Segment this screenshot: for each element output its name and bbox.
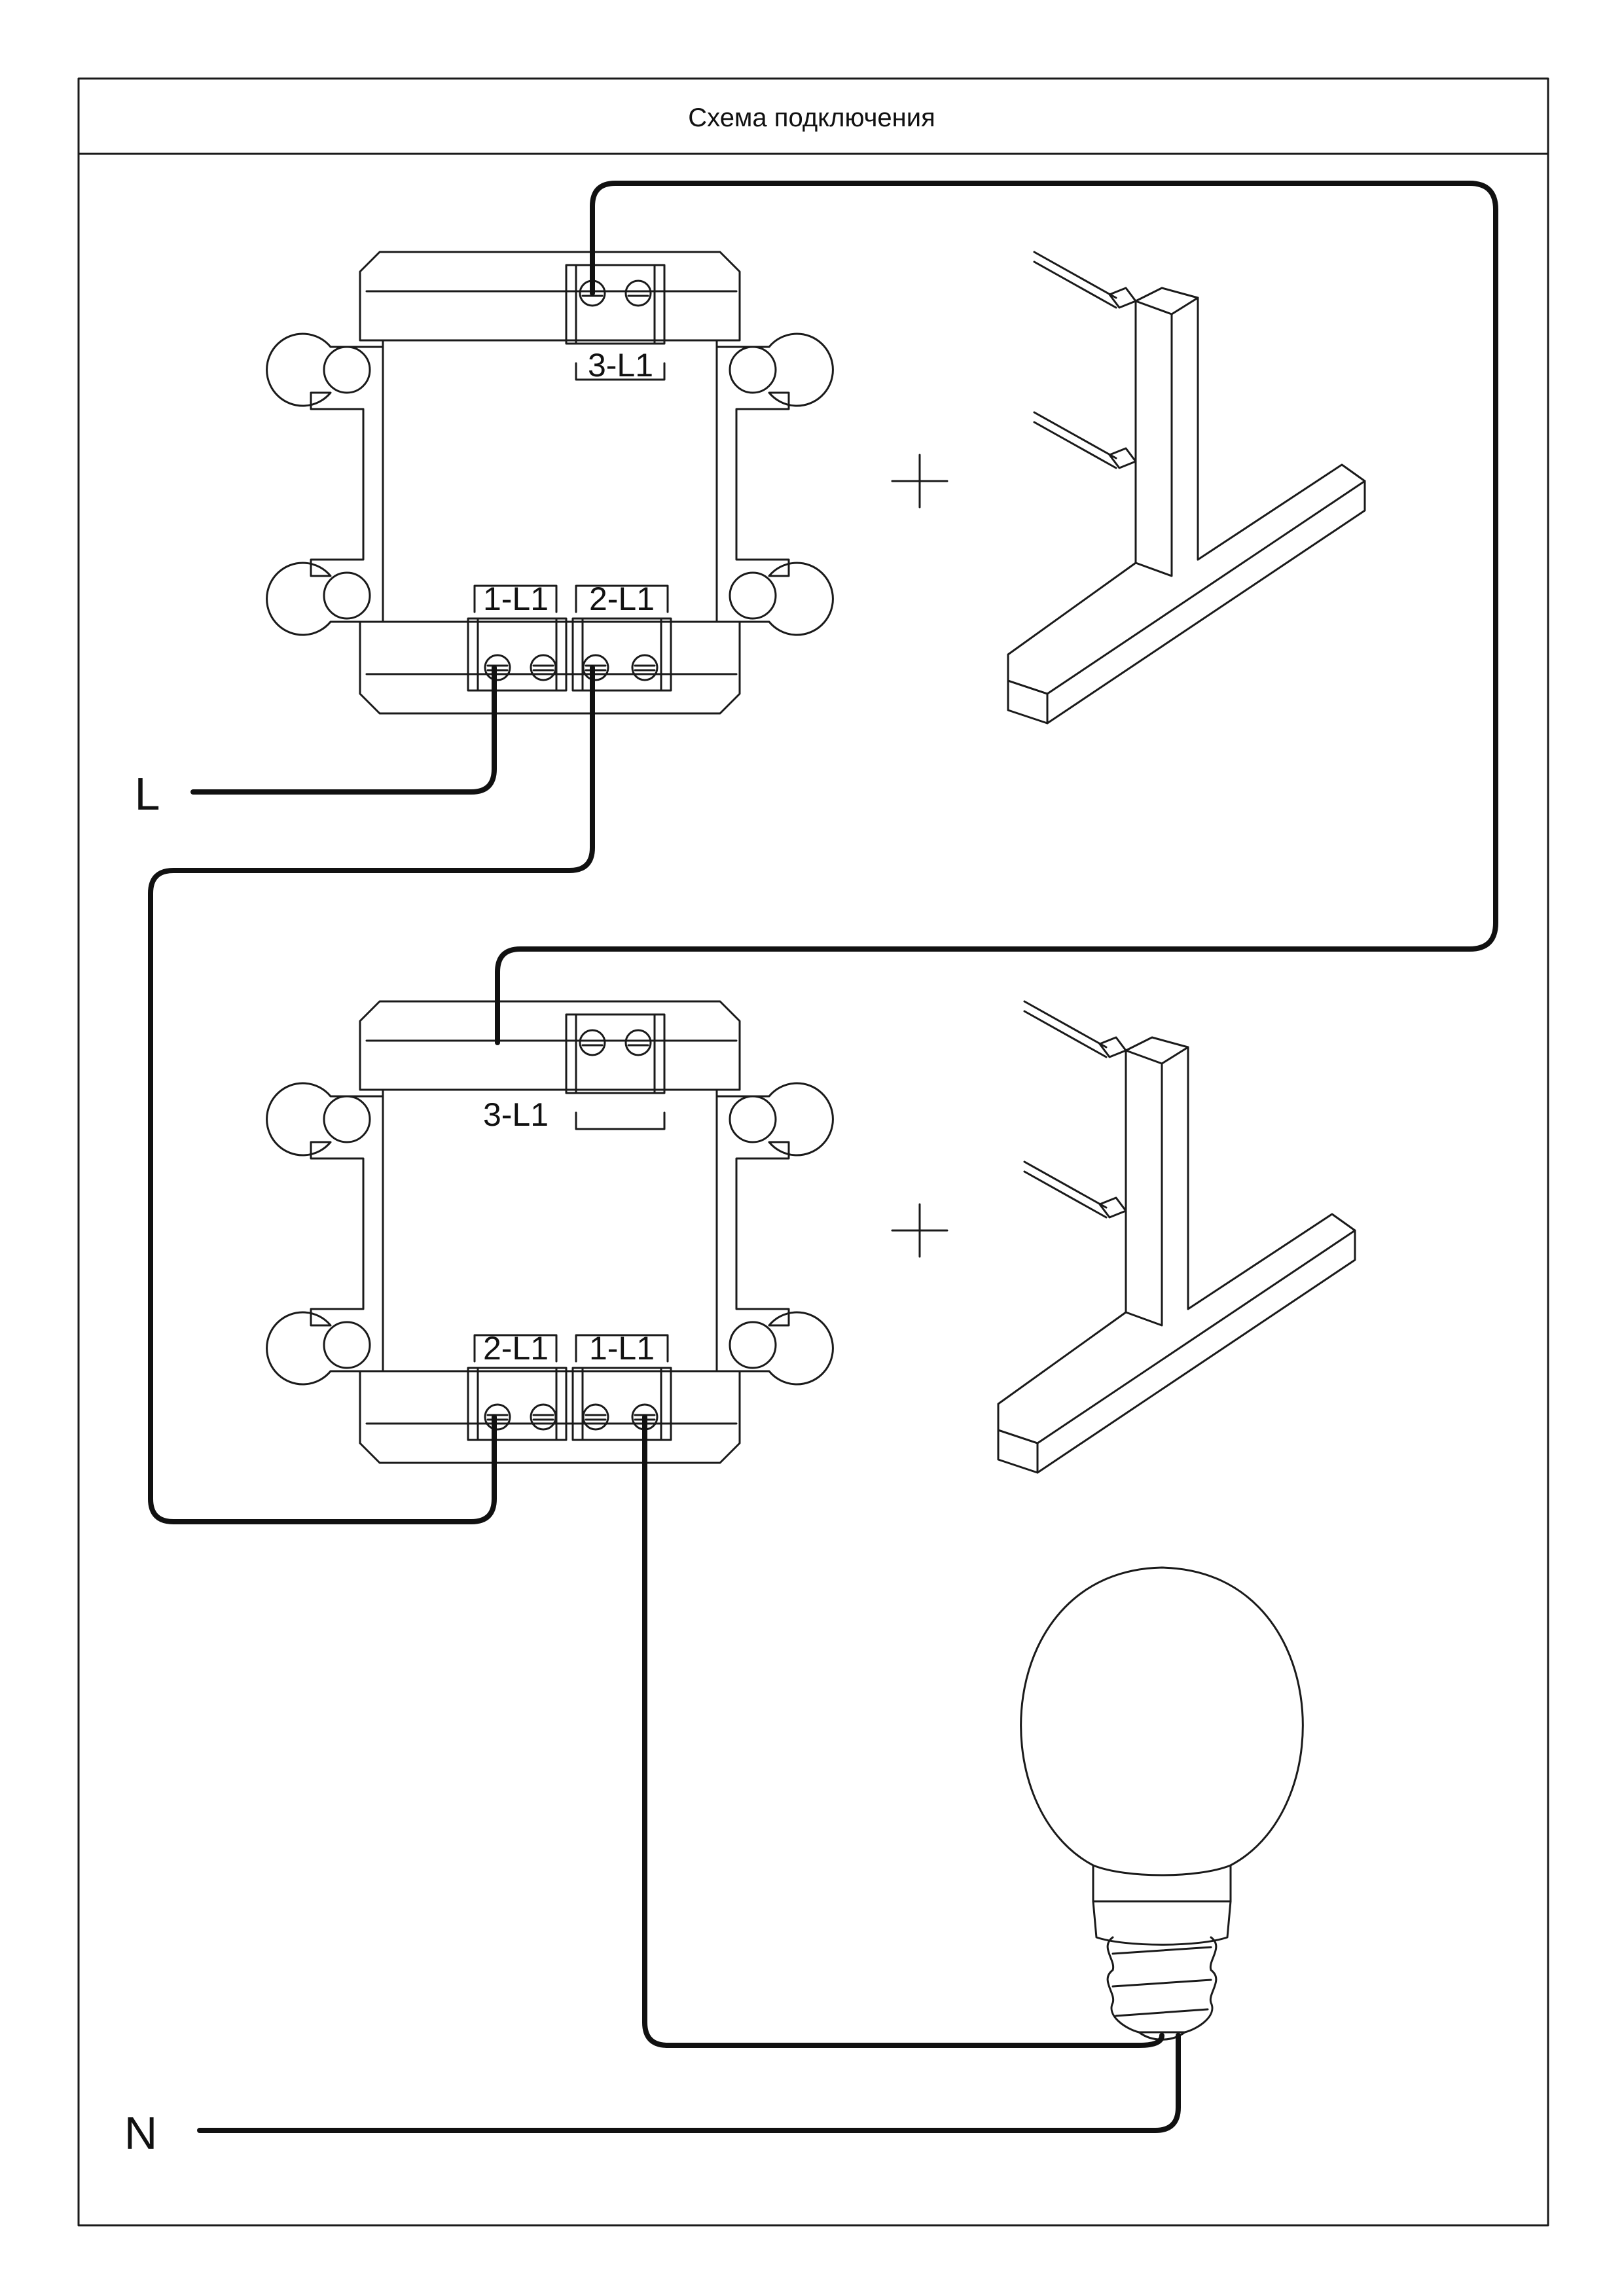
diagram-title: Схема подключения (688, 103, 935, 132)
wire-traveller-2 (148, 665, 595, 1524)
switch-2-frame (267, 1001, 833, 1463)
switch-1-bottom-left-terminal-label: 1-L1 (483, 581, 549, 617)
wire-traveller-3 (495, 181, 1498, 1045)
plus-sign-1 (891, 454, 948, 509)
wire-lamp-feed (642, 1414, 1164, 2048)
switch-1-frame (267, 252, 833, 713)
rocker-key-2 (997, 1000, 1356, 1474)
light-bulb-icon (1020, 1566, 1304, 2041)
sheet-border (77, 77, 1549, 2227)
switch-2-top-terminal-label: 3-L1 (483, 1096, 549, 1133)
wire-neutral-n (197, 2033, 1181, 2133)
switch-1: 3-L1 1-L1 2-L1 (267, 252, 833, 713)
switch-2 (267, 1001, 833, 1463)
wiring (148, 181, 1498, 2133)
plus-sign-2 (891, 1203, 948, 1258)
neutral-label: N (124, 2108, 158, 2159)
wire-phase-l (190, 665, 497, 795)
switch-1-bottom-right-terminal-label: 2-L1 (589, 581, 655, 617)
switch-1-top-terminal-label: 3-L1 (588, 347, 653, 384)
switch-2-bottom-right-terminal-label: 1-L1 (589, 1330, 655, 1367)
rocker-key-1 (1007, 251, 1366, 725)
phase-label: L (135, 768, 160, 819)
switch-2-bottom-left-terminal-label: 2-L1 (483, 1330, 549, 1367)
